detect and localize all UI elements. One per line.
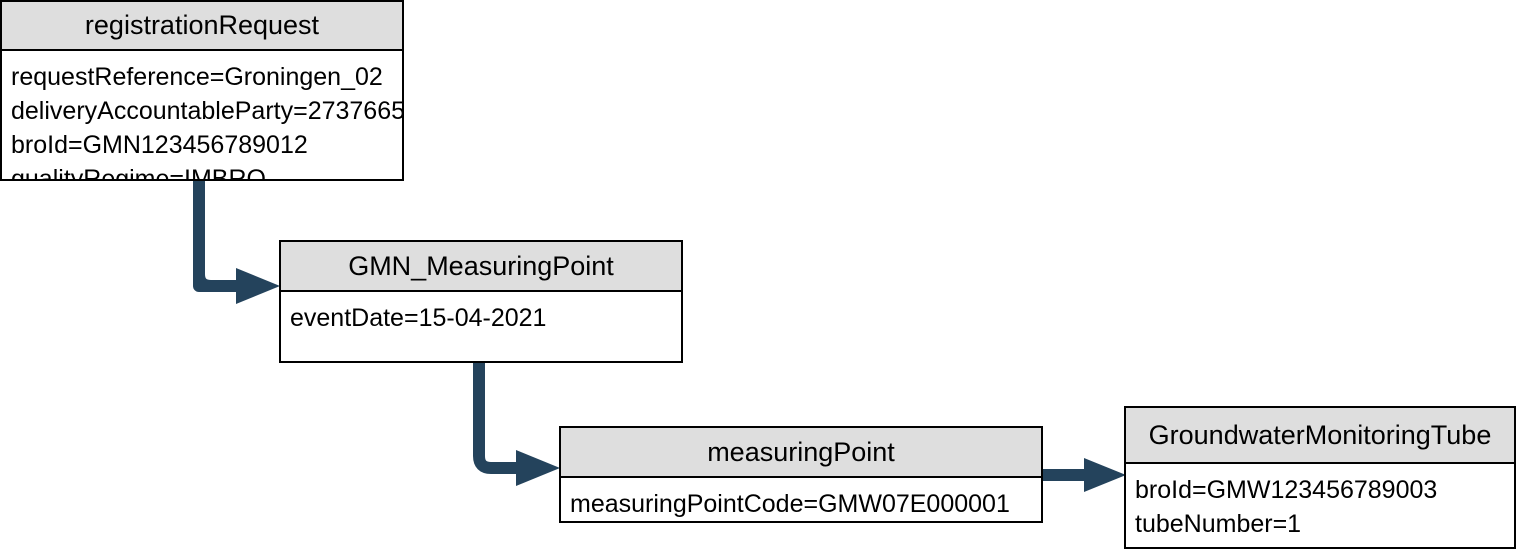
connector-elbow xyxy=(473,360,520,474)
attribute-delivery-accountable-party: deliveryAccountableParty=27376655 xyxy=(11,97,402,125)
connector-registration-request-to-gmn-measuring-point xyxy=(180,178,290,308)
uml-box-attributes-gmn-measuring-point: eventDate=15-04-2021 xyxy=(281,292,681,335)
connector-gmn-measuring-point-to-measuring-point xyxy=(460,360,570,490)
connector-line xyxy=(193,178,240,292)
uml-box-attributes-registration-request: requestReference=Groningen_02 deliveryAc… xyxy=(2,51,402,181)
uml-box-registration-request[interactable]: registrationRequest requestReference=Gro… xyxy=(0,0,404,181)
connector-elbow xyxy=(193,178,240,292)
uml-box-title-gmn-measuring-point: GMN_MeasuringPoint xyxy=(281,242,681,292)
attribute-measuring-point-code: measuringPointCode=GMW07E000001 xyxy=(570,490,1010,518)
arrowhead-icon xyxy=(516,450,560,486)
uml-box-title-groundwater-monitoring-tube: GroundwaterMonitoringTube xyxy=(1126,408,1514,464)
attribute-bro-id: broId=GMN123456789012 xyxy=(11,131,308,159)
arrowhead-icon xyxy=(1084,458,1126,492)
uml-box-title-measuring-point: measuringPoint xyxy=(561,428,1041,478)
uml-box-measuring-point[interactable]: measuringPoint measuringPointCode=GMW07E… xyxy=(559,426,1043,523)
uml-box-attributes-measuring-point: measuringPointCode=GMW07E000001 xyxy=(561,478,1041,521)
attribute-bro-id: broId=GMW123456789003 xyxy=(1135,476,1438,504)
attribute-quality-regime: qualityRegime=IMBRO xyxy=(11,165,266,181)
uml-box-title-registration-request: registrationRequest xyxy=(2,2,402,51)
attribute-event-date: eventDate=15-04-2021 xyxy=(290,304,547,332)
attribute-request-reference: requestReference=Groningen_02 xyxy=(11,63,383,91)
arrowhead-icon xyxy=(236,268,280,304)
uml-box-gmn-measuring-point[interactable]: GMN_MeasuringPoint eventDate=15-04-2021 xyxy=(279,240,683,363)
connector-measuring-point-to-groundwater-monitoring-tube xyxy=(1040,455,1130,495)
attribute-tube-number: tubeNumber=1 xyxy=(1135,510,1302,538)
uml-box-attributes-groundwater-monitoring-tube: broId=GMW123456789003 tubeNumber=1 xyxy=(1126,464,1514,541)
uml-box-groundwater-monitoring-tube[interactable]: GroundwaterMonitoringTube broId=GMW12345… xyxy=(1124,406,1516,549)
